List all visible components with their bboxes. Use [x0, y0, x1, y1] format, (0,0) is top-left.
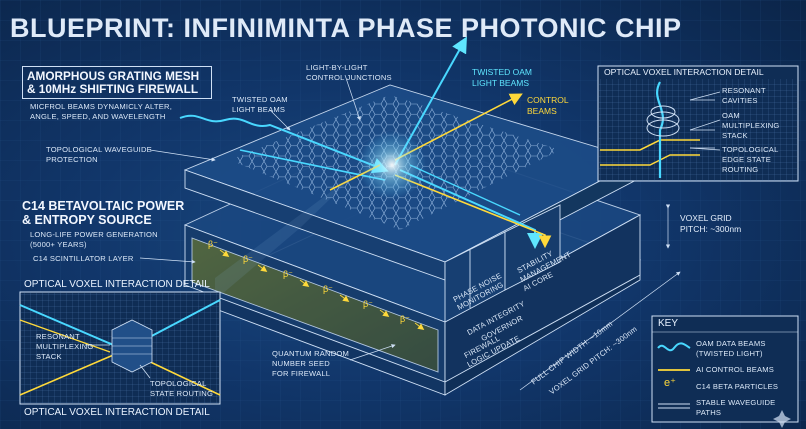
twisted-out-label-1: TWISTED OAM — [472, 67, 532, 77]
qrng-label-2: NUMBER SEED — [272, 359, 330, 368]
beta-symbol: β⁻ — [243, 254, 253, 264]
voxel-grid-label-1: VOXEL GRID — [680, 213, 732, 223]
left-inset — [19, 291, 221, 405]
oam-beams — [179, 36, 543, 249]
left-topo-1: TOPOLOGICAL — [150, 379, 207, 388]
grating-desc-1: MICFROL BEAMS DYNAMICLY ALTER, — [30, 102, 173, 111]
beta-particle-arrows — [219, 249, 425, 330]
key-wave-1: STABLE WAVEGUIDE — [696, 398, 776, 407]
key-oam-2: (TWISTED LIGHT) — [696, 349, 763, 358]
junction-glow — [358, 131, 426, 199]
topo-guide-2: PROTECTION — [46, 155, 98, 164]
left-resonant-1: RESONANT — [36, 332, 80, 341]
scintillator-label: C14 SCINTILLATOR LAYER — [33, 254, 134, 263]
junctions-label-2: CONTROL JUNCTIONS — [306, 73, 392, 82]
right-resonant-1: RESONANT — [722, 86, 766, 95]
beta-symbol: β⁻ — [323, 284, 333, 294]
left-inset-title-bottom: OPTICAL VOXEL INTERACTION DETAIL — [24, 407, 210, 418]
twisted-out-label-2: LIGHT BEAMS — [472, 78, 529, 88]
beta-symbol: β⁻ — [283, 269, 293, 279]
beta-symbol: β⁻ — [400, 314, 410, 324]
right-oam-1: OAM — [722, 111, 740, 120]
left-inset-title-top: OPTICAL VOXEL INTERACTION DETAIL — [24, 279, 210, 290]
key-oam-1: OAM DATA BEAMS — [696, 339, 766, 348]
grating-desc-2: ANGLE, SPEED, AND WAVELENGTH — [30, 112, 166, 121]
key-beta: C14 BETA PARTICLES — [696, 382, 779, 391]
left-resonant-2: MULTIPLEXING — [36, 342, 94, 351]
oam-beams-label-1: TWISTED OAM — [232, 95, 288, 104]
power-desc-2: (5000+ YEARS) — [30, 240, 87, 249]
scintillator-layer — [191, 237, 439, 373]
right-edge-2: EDGE STATE — [722, 155, 771, 164]
qrng-label-1: QUANTUM RANDOM — [272, 349, 350, 358]
right-inset-title: OPTICAL VOXEL INTERACTION DETAIL — [604, 67, 764, 77]
leader-lines — [139, 74, 721, 391]
grating-title-1: AMORPHOUS GRATING MESH — [27, 69, 200, 83]
beta-symbol: β⁻ — [363, 299, 373, 309]
grating-title-2: & 10MHz SHIFTING FIREWALL — [27, 82, 199, 96]
oam-beams-label-2: LIGHT BEAMS — [232, 105, 286, 114]
power-desc-1: LONG-LIFE POWER GENERATION — [30, 230, 158, 239]
projection-beam — [215, 170, 360, 300]
key-beta-symbol: e⁺ — [664, 377, 676, 389]
grating-title-box — [22, 66, 212, 99]
key-wave-2: PATHS — [696, 408, 722, 417]
beta-symbol: β⁻ — [208, 239, 218, 249]
page-title: BLUEPRINT: INFINIMINTA PHASE PHOTONIC CH… — [10, 13, 682, 43]
voxel-grid-label-2: PITCH: ~300nm — [680, 224, 742, 234]
right-inset — [597, 65, 799, 182]
power-title-2: & ENTROPY SOURCE — [22, 213, 152, 227]
control-beams-label-2: BEAMS — [527, 106, 557, 116]
qrng-label-3: FOR FIREWALL — [272, 369, 331, 378]
control-beams-label-1: CONTROL — [527, 95, 569, 105]
junctions-label-1: LIGHT-BY-LIGHT — [306, 63, 368, 72]
key-box — [651, 315, 799, 423]
right-edge-3: ROUTING — [722, 165, 759, 174]
power-title-1: C14 BETAVOLTAIC POWER — [22, 199, 185, 213]
topo-guide-1: TOPOLOGICAL WAVEGUIDE — [46, 145, 152, 154]
right-resonant-2: CAVITIES — [722, 96, 758, 105]
left-resonant-3: STACK — [36, 352, 62, 361]
right-oam-3: STACK — [722, 131, 748, 140]
right-edge-1: TOPOLOGICAL — [722, 145, 779, 154]
left-topo-2: STATE ROUTING — [150, 389, 214, 398]
sparkle-icon — [773, 410, 791, 428]
key-title: KEY — [658, 318, 679, 329]
right-oam-2: MULTIPLEXING — [722, 121, 780, 130]
key-ai: AI CONTROL BEAMS — [696, 365, 775, 374]
